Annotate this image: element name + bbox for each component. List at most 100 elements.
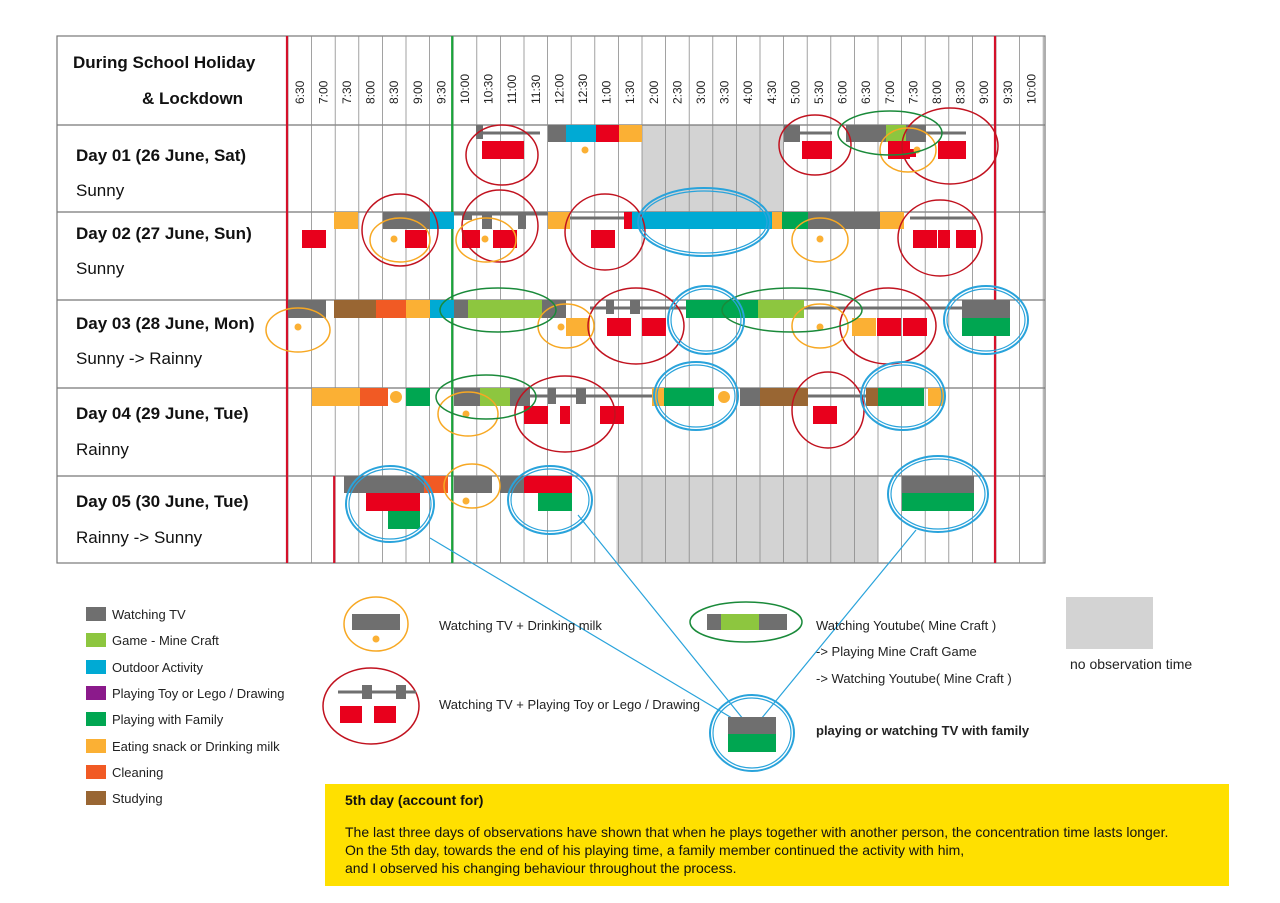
time-label: 4:30 <box>765 80 779 104</box>
time-label: 9:00 <box>411 80 425 104</box>
toy-block <box>600 406 624 424</box>
youtube-symbol-tv <box>759 614 787 630</box>
milk-symbol-dot <box>372 635 380 643</box>
family-block <box>878 388 924 406</box>
game-block <box>480 388 510 406</box>
toy-block <box>888 141 910 159</box>
toy-block <box>877 318 901 336</box>
cleaning-block <box>376 300 406 318</box>
youtube-symbol-game <box>721 614 759 630</box>
family-circle <box>345 465 435 543</box>
toy-symbol-red <box>340 706 362 723</box>
tv-block <box>630 300 640 314</box>
legend-item-toy: Playing Toy or Lego / Drawing <box>86 685 284 701</box>
toy-block <box>938 230 950 248</box>
legend-item-game: Game - Mine Craft <box>86 632 219 648</box>
legend-label: Playing Toy or Lego / Drawing <box>112 685 285 701</box>
time-label: 3:00 <box>694 80 708 104</box>
annotation-youtube-1: Watching Youtube( Mine Craft ) <box>816 618 997 633</box>
milk-circle <box>879 127 937 173</box>
game-block <box>468 300 542 318</box>
family-circle-inner <box>510 468 590 532</box>
toy-symbol-tv <box>396 685 406 699</box>
youtube-symbol-circle <box>689 601 803 643</box>
milk-dot <box>390 391 402 403</box>
annotation-toy: Watching TV + Playing Toy or Lego / Draw… <box>439 697 700 712</box>
toy-block <box>482 141 524 159</box>
milk-circle <box>455 217 517 263</box>
toy-block <box>642 318 666 336</box>
time-label: 10:30 <box>482 74 496 104</box>
connector-line <box>429 537 753 731</box>
tv-block <box>462 212 472 220</box>
legend-swatch <box>86 607 106 621</box>
toy-circle <box>897 199 983 277</box>
time-label: 8:00 <box>364 80 378 104</box>
no-observation-area-day5 <box>616 476 878 563</box>
outdoor-block <box>430 300 454 318</box>
milk-symbol-tv <box>352 614 400 630</box>
studying-block <box>334 300 376 318</box>
toy-block <box>493 230 517 248</box>
tv-block <box>576 388 586 404</box>
toy-circle <box>587 287 685 365</box>
youtube-circle <box>439 287 557 333</box>
legend-label: Eating snack or Drinking milk <box>112 738 280 754</box>
toy-block <box>591 230 615 248</box>
tv-block <box>740 388 760 406</box>
family-circle-inner <box>640 190 768 254</box>
time-label: 7:00 <box>316 80 330 104</box>
family-circle <box>667 285 745 355</box>
time-label: 9:00 <box>977 80 991 104</box>
day-02-weather: Sunny <box>76 259 125 278</box>
outdoor-block <box>632 212 772 229</box>
game-block <box>758 300 804 318</box>
note-line-2: On the 5th day, towards the end of his p… <box>345 842 965 858</box>
time-label: 7:30 <box>906 80 920 104</box>
legend-swatch <box>86 712 106 726</box>
family-block <box>664 388 714 406</box>
family-circle-inner <box>946 288 1026 352</box>
snack-block <box>566 318 590 336</box>
toy-block <box>524 406 548 424</box>
legend-swatch <box>86 686 106 700</box>
annotation-youtube-3: -> Watching Youtube( Mine Craft ) <box>816 671 1012 686</box>
header-title-line2: & Lockdown <box>142 89 244 108</box>
legend-symbols <box>322 596 803 772</box>
legend-label: Game - Mine Craft <box>112 632 219 648</box>
legend-swatch <box>86 633 106 647</box>
toy-block <box>624 212 632 229</box>
time-label: 2:00 <box>647 80 661 104</box>
tv-block <box>518 212 526 229</box>
toy-circle <box>901 107 999 185</box>
legend-item-studying: Studying <box>86 790 163 806</box>
time-label: 8:00 <box>930 80 944 104</box>
day-04-title: Day 04 (29 June, Tue) <box>76 404 249 423</box>
time-label: 9:30 <box>1001 80 1015 104</box>
toy-block <box>607 318 631 336</box>
milk-dot <box>581 146 589 154</box>
time-label: 11:00 <box>505 75 519 104</box>
toy-block <box>560 406 570 424</box>
time-label: 1:30 <box>623 80 637 104</box>
family-circle-inner <box>348 468 432 540</box>
family-circle <box>860 361 946 431</box>
tv-block <box>846 125 886 142</box>
toy-block <box>405 230 427 248</box>
family-circle <box>653 361 739 431</box>
note-line-1: The last three days of observations have… <box>345 824 1169 840</box>
milk-symbol-circle <box>343 596 409 652</box>
tv-block <box>454 476 492 493</box>
youtube-symbol-tv <box>707 614 721 630</box>
no-observation-areas <box>616 125 878 563</box>
day-02-title: Day 02 (27 June, Sun) <box>76 224 252 243</box>
milk-dot <box>816 323 824 331</box>
legend-label: Cleaning <box>112 764 164 780</box>
legend-label: Playing with Family <box>112 711 224 727</box>
toy-circle <box>514 375 616 453</box>
legend-swatch <box>86 791 106 805</box>
snack-block <box>772 212 782 229</box>
day-03-weather: Sunny -> Rainny <box>76 349 203 368</box>
connector-line <box>751 529 917 731</box>
day-03-title: Day 03 (28 June, Mon) <box>76 314 255 333</box>
